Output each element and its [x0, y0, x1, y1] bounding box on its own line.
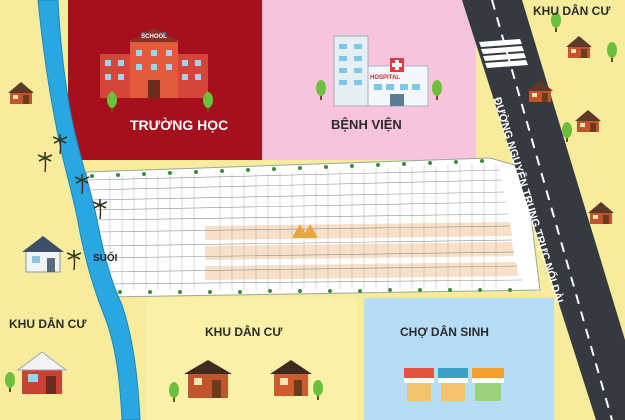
- hospital-building-icon: [333, 35, 429, 107]
- main-road: [462, 0, 625, 420]
- residential-top-right-label: KHU DÂN CƯ: [533, 4, 611, 18]
- school-label: TRƯỜNG HỌC: [130, 117, 229, 133]
- hospital-sign: HOSPITAL: [370, 75, 400, 81]
- school-building-icon: [100, 28, 208, 98]
- palm-tree-icon: [66, 249, 82, 271]
- house-icon: [22, 236, 64, 273]
- palm-tree-icon: [37, 151, 53, 173]
- hospital-label: BỆNH VIỆN: [331, 117, 402, 132]
- stream-label: SUỐI: [93, 253, 118, 264]
- house-icon: [8, 82, 34, 104]
- market-label: CHỢ DÂN SINH: [400, 325, 489, 339]
- land-lot-area: [85, 157, 541, 298]
- residential-bottom-zone: [145, 298, 357, 420]
- tree-icon: [5, 372, 15, 392]
- house-icon: [16, 351, 68, 394]
- residential-bottom-label: KHU DÂN CƯ: [205, 325, 283, 339]
- logo-icon: [293, 224, 317, 238]
- house-icon: [184, 360, 232, 398]
- market-zone: [364, 298, 554, 420]
- house-icon: [588, 202, 614, 224]
- market-stall-icon: [404, 368, 504, 401]
- residential-left-label: KHU DÂN CƯ: [9, 317, 87, 331]
- school-sign: SCHOOL: [141, 34, 167, 40]
- house-icon: [575, 110, 601, 132]
- house-icon: [270, 360, 312, 396]
- house-icon: [566, 36, 592, 58]
- tree-icon: [607, 42, 617, 62]
